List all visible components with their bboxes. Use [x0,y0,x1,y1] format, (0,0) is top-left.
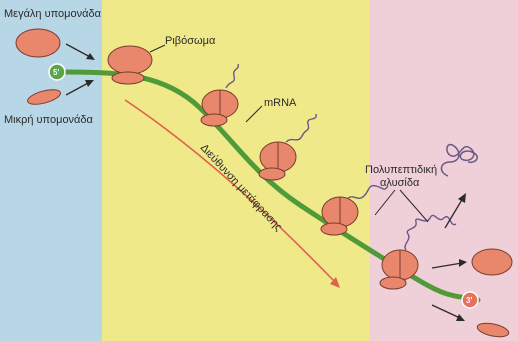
small-subunit-label: Μικρή υπομονάδα [4,114,94,126]
polypeptide-label-line2: αλυσίδα [380,177,420,189]
mrna-label: mRNA [264,97,297,109]
polypeptide-label-line1: Πολυπεπτιδική [365,164,437,176]
five-prime-label: 5' [53,68,59,77]
ribosome-label: Ριβόσωμα [165,35,216,47]
three-prime-label: 3' [466,296,472,305]
large-subunit-label: Μεγάλη υπομονάδα [4,8,102,20]
released-large-subunit [472,249,512,275]
free-large-subunit [16,29,60,57]
